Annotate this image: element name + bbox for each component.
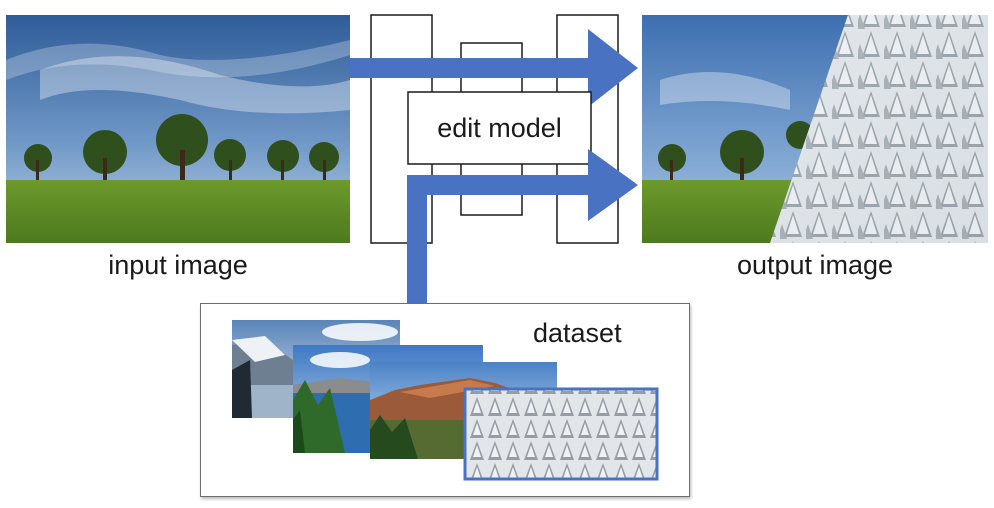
output-image-caption: output image (736, 250, 894, 280)
top-arrow (350, 29, 638, 107)
dataset-label: dataset (533, 318, 622, 348)
edit-model-label: edit model (437, 113, 562, 143)
edit-model-box (407, 91, 592, 165)
output-image (642, 15, 988, 243)
input-image-caption: input image (108, 250, 248, 280)
dataset-arrow (407, 149, 638, 303)
input-image (6, 15, 350, 243)
